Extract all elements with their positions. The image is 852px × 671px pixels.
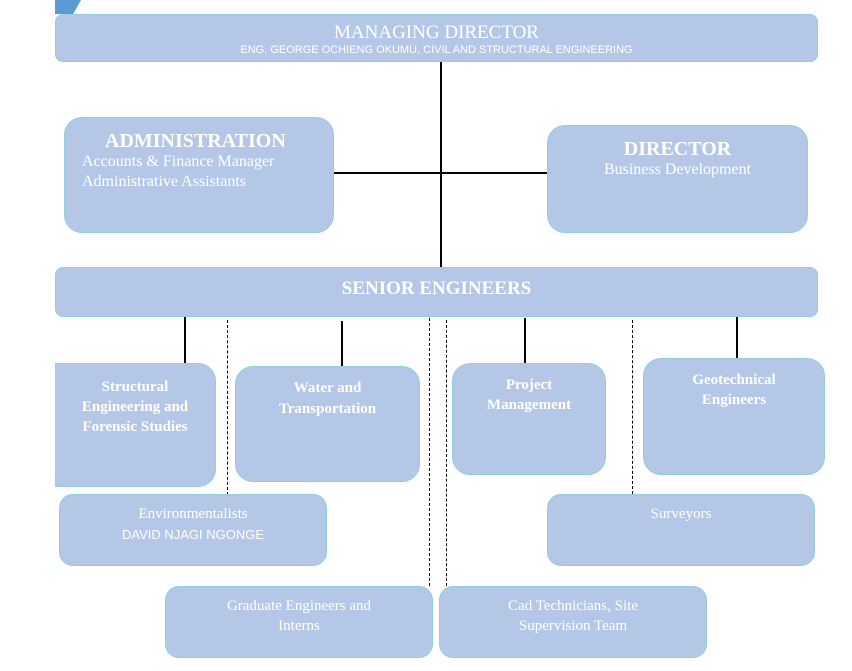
dashed-connector-graduates [429,318,430,586]
administration-title: ADMINISTRATION [105,130,286,152]
senior-engineers-box: SENIOR ENGINEERS [55,267,818,317]
managing-director-box: MANAGING DIRECTOR ENG. GEORGE OCHIENG OK… [55,14,818,62]
administration-line-1: Accounts & Finance Manager [82,153,275,170]
department-geotechnical-box: Geotechnical Engineers [643,358,825,475]
environmentalists-title: Environmentalists [138,506,248,522]
department-project-line-2: Management [486,397,572,413]
surveyors-box: Surveyors [547,494,815,566]
managing-director-name: ENG. GEORGE OCHIENG OKUMU, CIVIL AND STR… [240,44,633,56]
department-structural-box: Structural Engineering and Forensic Stud… [55,363,216,487]
director-title: DIRECTOR [623,138,732,160]
department-geotechnical-line-2: Engineers [701,392,767,408]
cad-technicians-line-2: Supervision Team [518,618,628,634]
graduates-line-1: Graduate Engineers and [226,598,372,614]
department-water-line-2: Transportation [278,401,377,417]
surveyors-title: Surveyors [650,506,712,522]
managing-director-title: MANAGING DIRECTOR [334,22,539,43]
department-project-line-1: Project [505,377,553,393]
graduates-box: Graduate Engineers and Interns [165,586,433,658]
cad-technicians-line-1: Cad Technicians, Site [508,598,638,614]
connector-senior-project [524,318,526,363]
environmentalists-person: DAVID NJAGI NGONGE [121,527,265,542]
connector-admin-director [333,172,547,174]
department-geotechnical-line-1: Geotechnical [692,372,776,388]
administration-line-2: Administrative Assistants [82,173,246,190]
director-subtitle: Business Development [603,161,752,178]
connector-senior-structural [184,315,186,363]
department-project-box: Project Management [452,363,606,475]
dashed-connector-environmentalists [227,320,228,495]
department-structural-line-3: Forensic Studies [82,419,188,435]
senior-engineers-title: SENIOR ENGINEERS [341,278,532,299]
graduates-line-2: Interns [278,618,320,634]
department-water-line-1: Water and [293,380,362,396]
department-water-box: Water and Transportation [235,366,420,482]
connector-senior-geotech [736,315,738,359]
connector-md-to-senior [440,62,442,267]
cad-technicians-box: Cad Technicians, Site Supervision Team [439,586,707,658]
environmentalists-box: Environmentalists DAVID NJAGI NGONGE [59,494,327,566]
administration-box: ADMINISTRATION Accounts & Finance Manage… [64,117,334,233]
decorative-corner-shape [55,0,81,14]
dashed-connector-cad [446,320,447,586]
director-box: DIRECTOR Business Development [547,125,808,233]
department-structural-line-2: Engineering and [81,399,189,415]
connector-senior-water [341,321,343,367]
dashed-connector-surveyors [632,320,633,494]
department-structural-line-1: Structural [101,379,169,395]
